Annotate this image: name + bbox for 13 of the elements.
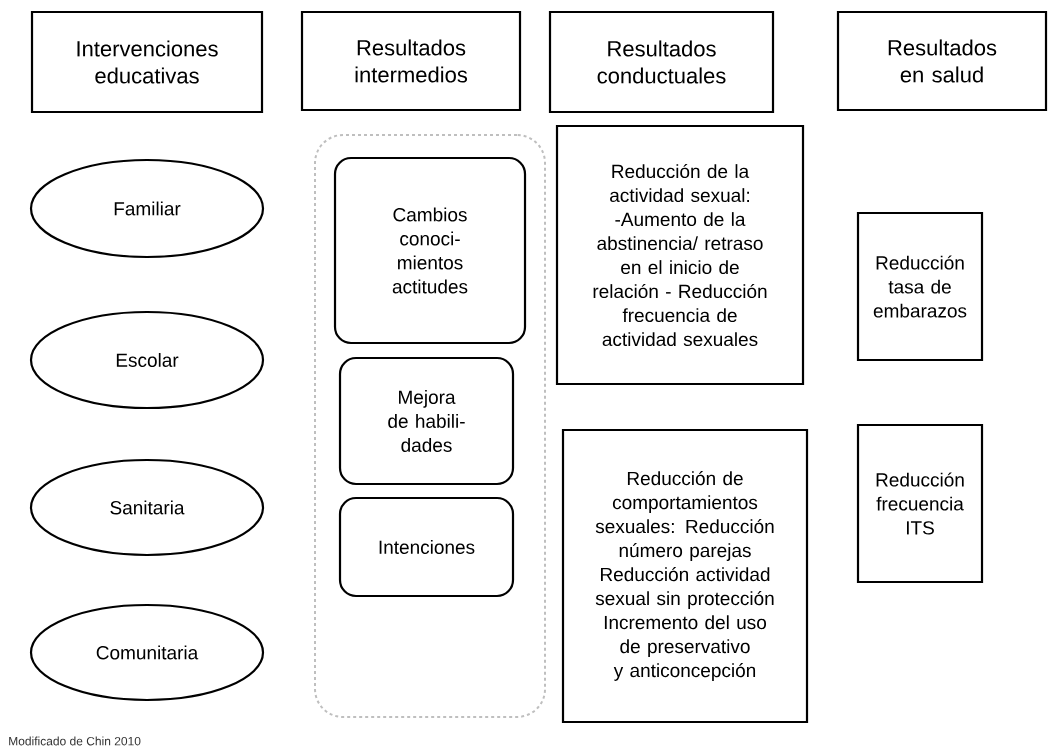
- outcome-box: Reducción frecuencia ITS: [856, 423, 984, 584]
- rounded-box: Mejora de habili-dades: [338, 356, 515, 486]
- column-header-box: Resultados conductuales: [548, 10, 775, 114]
- caption: Modificado de Chin 2010: [9, 736, 141, 746]
- column-header-box: Resultados intermedios: [300, 10, 522, 112]
- outcome-box: Reducción de la actividad sexual: -Aumento de la abstinencia/ retraso en el inicio de relación - Reducción frecuencia de actividad sexuales: [555, 124, 805, 386]
- column-header-box: Intervenciones educativas: [30, 10, 264, 114]
- column-header-box: Resultados en salud: [836, 10, 1048, 112]
- rounded-box: Intenciones: [338, 496, 515, 598]
- rounded-box: Cambios conoci-mientos actitudes: [333, 156, 527, 345]
- outcome-box: Reducción de comportamientos sexuales: Reducción número parejas Reducción actividad sexual sin protección Incremento del uso de preservativo y anticoncepción: [561, 428, 809, 724]
- outcome-box: Reducción tasa de embarazos: [856, 211, 984, 362]
- dashed-group-box: [314, 134, 546, 718]
